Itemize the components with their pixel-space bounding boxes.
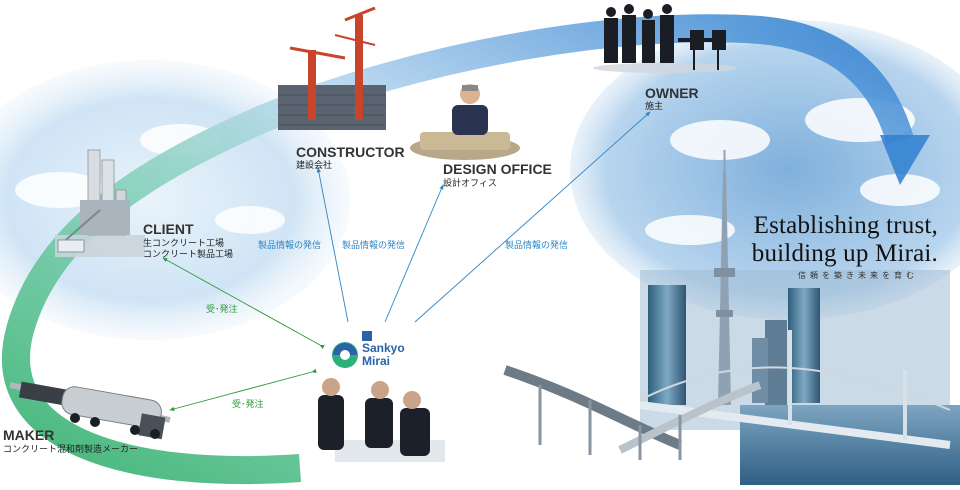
maker-image: [9, 381, 171, 440]
edge-client: [162, 257, 325, 349]
design-office-image: [410, 84, 520, 160]
cityscape-image: [503, 150, 960, 485]
edge-to-design-office: [384, 184, 444, 323]
owner-sub: 施主: [645, 100, 663, 112]
edge-label-info-2: 製品情報の発信: [342, 239, 405, 251]
slogan: Establishing trust, building up Mirai. 信…: [752, 212, 938, 281]
client-title: CLIENT: [143, 221, 194, 237]
slogan-line-1: Establishing trust,: [753, 212, 938, 239]
edge-label-info-3: 製品情報の発信: [505, 239, 568, 251]
edge-maker: [169, 368, 317, 411]
client-image: [55, 149, 145, 257]
arc-arrowhead: [880, 135, 930, 185]
edge-to-owner: [414, 111, 651, 323]
sankyo-mirai-logo: [332, 331, 372, 368]
constructor-title: CONSTRUCTOR: [296, 144, 405, 160]
design-office-sub: 設計オフィス: [443, 177, 497, 189]
constructor-image: [278, 6, 386, 130]
edge-label-order-2: 受･発注: [232, 398, 264, 410]
logo-text-sankyo: Sankyo: [362, 341, 405, 355]
edge-label-info-1: 製品情報の発信: [258, 239, 321, 251]
owner-title: OWNER: [645, 85, 699, 101]
logo-text-mirai: Mirai: [362, 354, 390, 368]
clouds: [15, 98, 940, 245]
owner-image: [593, 4, 737, 73]
maker-sub: コンクリート混和剤製造メーカー: [3, 443, 138, 455]
client-sub-2: コンクリート製品工場: [143, 248, 233, 260]
team-image: [318, 378, 445, 462]
cycle-arc: [1, 14, 914, 484]
edge-label-order-1: 受･発注: [206, 303, 238, 315]
maker-title: MAKER: [3, 427, 54, 443]
edge-to-constructor: [316, 167, 349, 323]
design-office-title: DESIGN OFFICE: [443, 161, 552, 177]
constructor-sub: 建設会社: [296, 159, 332, 171]
right-sky: [570, 20, 960, 320]
slogan-line-2: building up Mirai.: [751, 240, 938, 267]
slogan-japanese: 信頼を築き未来を育む: [798, 271, 918, 280]
client-sub-1: 生コンクリート工場: [143, 237, 224, 249]
